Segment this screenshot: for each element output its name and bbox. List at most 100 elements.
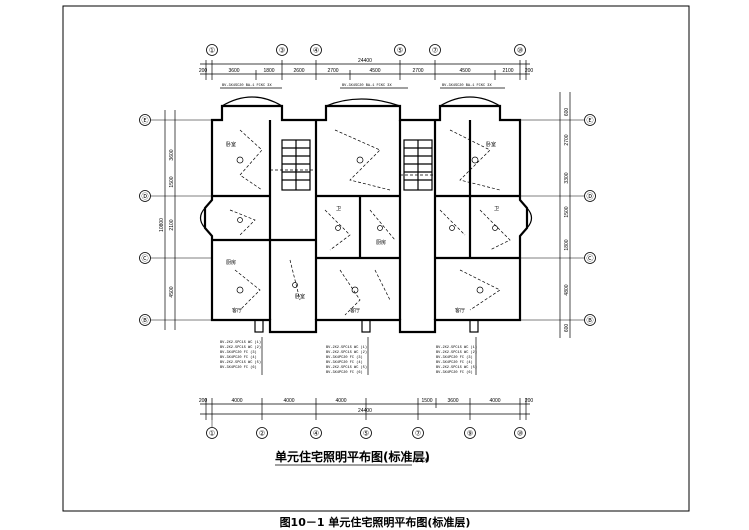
- dim-bottom-seg: 200: [199, 398, 208, 404]
- ceiling-light-icon: [236, 156, 244, 164]
- axis-label: Ⓒ: [142, 255, 149, 263]
- schedule-line: BV-3X4PC20 FC (6): [326, 370, 363, 375]
- axis-label: Ⓒ: [587, 255, 594, 263]
- axis-label: ⑨: [467, 430, 473, 438]
- axis-label: Ⓔ: [142, 117, 149, 125]
- dim-bottom-seg: 4000: [231, 398, 242, 404]
- floor-plan: 卧室 厨房 客厅 卧室 卫 厨房 客厅 卫 客厅 卧室: [199, 96, 533, 334]
- axis-label: ④: [313, 430, 319, 438]
- schedule-line: BV-3X4PC20 FC (3): [436, 355, 473, 360]
- dim-left-seg: 4500: [169, 286, 175, 297]
- axis-label: ⑩: [517, 430, 523, 438]
- entry-box: [361, 319, 371, 333]
- dim-top-seg: 1800: [263, 68, 274, 74]
- dim-top-seg: 2600: [293, 68, 304, 74]
- schedule-line: BV-3X4PC20 FC (4): [220, 355, 257, 360]
- dim-top-seg: 200: [199, 68, 208, 74]
- axis-bubble: [514, 44, 526, 56]
- schedule-line: BV-2X2.5PC15 WC (1): [220, 340, 261, 345]
- cable-note: BV-3X4SC20 BA-1 FCKC 3X: [442, 84, 492, 88]
- figure-caption: 图10－1 单元住宅照明平布图(标准层): [280, 515, 471, 529]
- schedule-line: BV-2X2.5PC15 WC (1): [326, 345, 367, 350]
- axis-bubble: [310, 44, 322, 56]
- schedule-line: BV-3X4PC20 FC (3): [220, 350, 257, 355]
- axis-bubble: [394, 44, 406, 56]
- dim-right-seg: 4800: [564, 284, 570, 295]
- schedule-line: BV-3X4PC20 FC (3): [326, 355, 363, 360]
- schedule-line: BV-2X2.5PC15 WC (2): [436, 350, 477, 355]
- drawing-title: 单元住宅照明平布图(标准层): [275, 449, 430, 464]
- dim-left-seg: 2100: [169, 219, 175, 230]
- room-label: 卫: [336, 206, 341, 212]
- light-fixtures: [236, 156, 498, 294]
- dim-bottom-seg: 200: [525, 398, 534, 404]
- room-label: 卧室: [226, 141, 236, 148]
- dim-top-seg: 200: [525, 68, 534, 74]
- dim-bottom-seg: 1500: [421, 398, 432, 404]
- room-label: 卧室: [486, 141, 496, 148]
- ceiling-light-icon: [471, 156, 479, 164]
- dim-top-seg: 4500: [459, 68, 470, 74]
- dim-ticks-top: [205, 60, 527, 80]
- panel-schedule-left: BV-2X2.5PC15 WC (1) BV-2X2.5PC15 WC (2) …: [220, 337, 263, 375]
- sheet-frame: [62, 5, 690, 512]
- ceiling-light-icon: [236, 286, 244, 294]
- left-axis: Ⓔ Ⓓ Ⓒ Ⓑ 10800 3600 1500 2100 4500: [139, 110, 212, 330]
- entry-box: [254, 319, 264, 333]
- dim-top-seg: 2100: [502, 68, 513, 74]
- schedule-line: BV-2X2.5PC15 WC (2): [326, 350, 367, 355]
- room-label: 卧室: [295, 293, 305, 300]
- schedule-line: BV-3X4PC20 FC (6): [220, 365, 257, 370]
- schedule-line: BV-3X4PC20 FC (6): [436, 370, 473, 375]
- ceiling-light-icon: [492, 225, 498, 231]
- room-label: 客厅: [455, 307, 465, 314]
- schedule-line: BV-3X4PC20 FC (4): [326, 360, 363, 365]
- schedule-line: BV-2X2.5PC15 WC (5): [220, 360, 261, 365]
- entry-box: [469, 319, 479, 333]
- cable-note: BV-3X4SC20 BA-1 FCKC 3X: [222, 84, 272, 88]
- dim-top-seg: 2700: [412, 68, 423, 74]
- room-label: 客厅: [350, 307, 360, 314]
- dim-left-total: 10800: [159, 218, 165, 232]
- bay-window-mid: [325, 98, 401, 107]
- ceiling-light-icon: [476, 286, 484, 294]
- axis-label: Ⓔ: [587, 117, 594, 125]
- ceiling-light-icon: [292, 282, 298, 288]
- bay-window-left: [221, 96, 283, 107]
- dim-right-seg: 600: [564, 108, 570, 117]
- axis-label: ⑦: [432, 47, 438, 55]
- axis-label: Ⓑ: [587, 317, 594, 325]
- dim-top-seg: 4500: [369, 68, 380, 74]
- ceiling-light-icon: [335, 225, 341, 231]
- ceiling-light-icon: [377, 225, 383, 231]
- room-label: 厨房: [376, 239, 386, 246]
- dim-left-seg: 1500: [169, 176, 175, 187]
- axis-label: ③: [279, 47, 285, 55]
- cable-note: BV-3X4SC20 BA-1 FCKC 3X: [342, 84, 392, 88]
- axis-label: ⑤: [363, 430, 369, 438]
- bay-window-right: [439, 96, 501, 107]
- ceiling-light-icon: [356, 156, 364, 164]
- right-axis: Ⓔ Ⓓ Ⓒ Ⓑ 600 2700 3300 1500 1800 4800 600: [520, 92, 596, 338]
- dim-top-seg: 2700: [327, 68, 338, 74]
- dim-right-seg: 2700: [564, 134, 570, 145]
- dim-left-seg: 3600: [169, 149, 175, 160]
- dim-top-total: 24400: [358, 58, 372, 64]
- axis-label: Ⓓ: [587, 193, 594, 201]
- ceiling-light-icon: [449, 225, 455, 231]
- dim-right-seg: 600: [564, 324, 570, 333]
- axis-label: Ⓓ: [142, 193, 149, 201]
- bottom-dimensions: 200 4000 4000 4000 1500 3600 4000 200 24…: [199, 398, 534, 420]
- axis-label: ⑤: [397, 47, 403, 55]
- schedule-line: BV-2X2.5PC15 WC (2): [220, 345, 261, 350]
- dim-bottom-seg: 4000: [335, 398, 346, 404]
- panel-schedule-mid: BV-2X2.5PC15 WC (1) BV-2X2.5PC15 WC (2) …: [326, 337, 369, 375]
- axis-label: ⑩: [517, 47, 523, 55]
- axis-bubble: [429, 44, 441, 56]
- schedule-line: BV-3X4PC20 FC (4): [436, 360, 473, 365]
- axis-label: Ⓑ: [142, 317, 149, 325]
- axis-label: ④: [313, 47, 319, 55]
- axis-label: ⑦: [415, 430, 421, 438]
- axis-bubble: [276, 44, 288, 56]
- schedule-line: BV-2X2.5PC15 WC (5): [436, 365, 477, 370]
